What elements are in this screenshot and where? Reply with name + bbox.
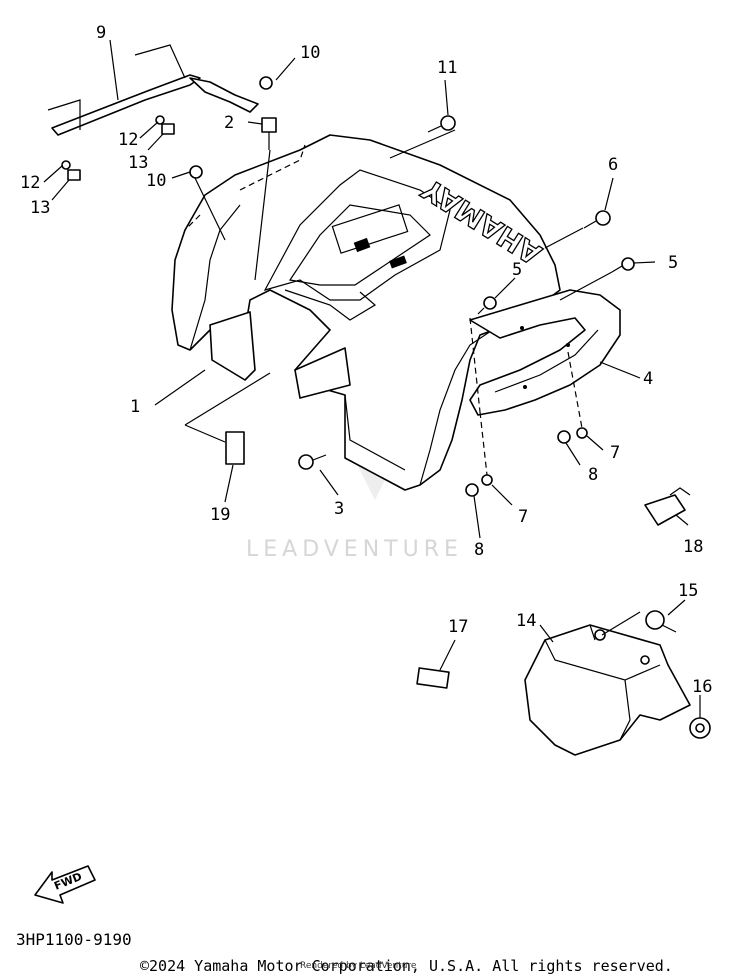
callout-12-lower: 12 [20, 173, 40, 193]
clip-part [644, 494, 686, 526]
nut-12b [61, 160, 71, 170]
callout-10-side: 10 [146, 171, 166, 191]
callout-5-right: 5 [668, 253, 678, 273]
side-rail-part [47, 44, 259, 136]
nut-13a [161, 123, 175, 135]
nut-16 [689, 717, 711, 739]
callout-8-left: 8 [474, 540, 484, 560]
callout-7-left: 7 [518, 507, 528, 527]
bolt-2 [261, 117, 277, 150]
callout-12-upper: 12 [118, 130, 138, 150]
callout-6: 6 [608, 155, 618, 175]
battery-box-part [524, 624, 691, 756]
callout-10-top: 10 [300, 43, 320, 63]
callout-13-lower: 13 [30, 198, 50, 218]
clip-tab [669, 487, 691, 496]
callout-1: 1 [130, 397, 140, 417]
bracket-plate-part [225, 431, 245, 465]
rear-fender-part: YAMAHA [171, 134, 561, 491]
screw-10b [189, 165, 203, 179]
callout-11: 11 [437, 58, 457, 78]
callout-3: 3 [334, 499, 344, 519]
callout-14: 14 [516, 611, 536, 631]
bolt-15 [645, 610, 677, 633]
callout-2: 2 [224, 113, 234, 133]
leader-lines [43, 39, 701, 718]
callout-16: 16 [692, 677, 712, 697]
callout-9: 9 [96, 23, 106, 43]
rear-cover-part [469, 289, 621, 416]
screw-5a [477, 296, 497, 315]
callout-5-center: 5 [512, 260, 522, 280]
callout-18: 18 [683, 537, 703, 557]
screw-6 [583, 210, 611, 229]
callout-17: 17 [448, 617, 468, 637]
callout-19: 19 [210, 505, 230, 525]
fwd-arrow-icon: FWD [34, 865, 96, 904]
renderer-note: Rendered by LeadVenture [300, 961, 417, 971]
screw-5b [611, 257, 635, 273]
nut-8a [465, 483, 479, 497]
screw-10a [259, 76, 273, 90]
watermark-text: LEADVENTURE [246, 537, 463, 562]
damper-part [416, 667, 450, 689]
callout-8-right: 8 [588, 465, 598, 485]
callout-15: 15 [678, 581, 698, 601]
diagram-code: 3HP1100-9190 [16, 930, 132, 949]
nut-7b [576, 427, 588, 439]
callout-7-right: 7 [610, 443, 620, 463]
callouts: 9 10 2 12 13 10 12 13 11 6 5 5 4 7 8 7 8… [20, 23, 712, 697]
bolt-3 [298, 454, 327, 470]
nut-8b [557, 430, 571, 444]
callout-4: 4 [643, 369, 653, 389]
nut-7a [481, 474, 493, 486]
nut-13b [67, 169, 81, 181]
copyright-notice: ©2024 Yamaha Motor Corporation, U.S.A. A… [140, 957, 673, 975]
bolt-11 [427, 115, 456, 133]
callout-13-upper: 13 [128, 153, 148, 173]
